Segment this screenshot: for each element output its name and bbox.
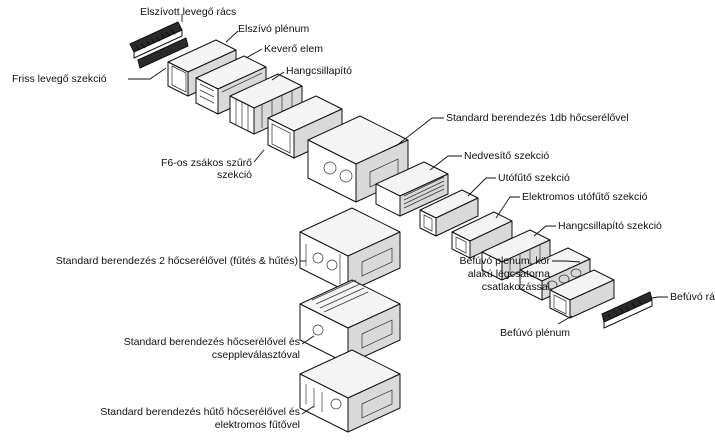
label-supply-grille: Befúvó rács <box>670 291 715 303</box>
label-standard-2hx: Standard berendezés 2 hőcserélővel (fűté… <box>56 255 298 267</box>
label-standard-1hx: Standard berendezés 1db hőcserélővel <box>446 112 629 124</box>
label-f6-filter-1: F6-os zsákos szűrő <box>161 157 252 169</box>
standard-unit-droplet-eliminator <box>299 279 401 365</box>
label-exhaust-plenum: Elszívó plénum <box>238 23 309 35</box>
label-mixing-box: Keverő elem <box>264 43 323 55</box>
label-supply-plenum: Befúvó plénum <box>500 327 570 339</box>
label-silencer: Hangcsillapító <box>286 65 352 77</box>
label-supply-plenum-round-3: csatlakozással <box>482 281 550 293</box>
f6-bag-filter <box>267 95 343 159</box>
label-silencer-section: Hangcsillapító szekció <box>558 220 662 232</box>
standard-unit-2hx <box>299 207 401 293</box>
leader-lines <box>128 14 668 415</box>
label-reheater: Utófűtő szekció <box>498 172 570 184</box>
silencer <box>229 73 303 135</box>
exhaust-grille <box>129 21 189 69</box>
standard-unit-1hx <box>307 115 409 203</box>
supply-grille <box>601 291 653 329</box>
label-cooling-electric-2: elektromos fűtővel <box>215 419 300 431</box>
label-supply-plenum-round-2: alakú légcsatorna <box>468 268 550 280</box>
label-supply-plenum-round-1: Befúvó plenum, kör <box>460 255 551 267</box>
label-droplet-eliminator-2: cseppleválasztóval <box>212 349 300 361</box>
standard-unit-cooling-electric <box>299 349 401 433</box>
label-humidifier: Nedvesítő szekció <box>464 150 549 162</box>
label-fresh-air: Friss levegő szekció <box>12 73 107 85</box>
reheater-section <box>419 189 479 237</box>
electric-reheater-section <box>451 211 513 259</box>
supply-plenum <box>549 269 615 319</box>
label-exhaust-grille: Elszívott levegő rács <box>140 6 236 18</box>
label-f6-filter-2: szekció <box>217 169 252 181</box>
label-droplet-eliminator-1: Standard berendezés hőcserélővel és <box>124 336 300 348</box>
humidifier-section <box>375 161 449 217</box>
label-cooling-electric-1: Standard berendezés hűtő hőcserélővel és <box>100 406 300 418</box>
label-electric-reheater: Elektromos utófűtő szekció <box>522 191 648 203</box>
